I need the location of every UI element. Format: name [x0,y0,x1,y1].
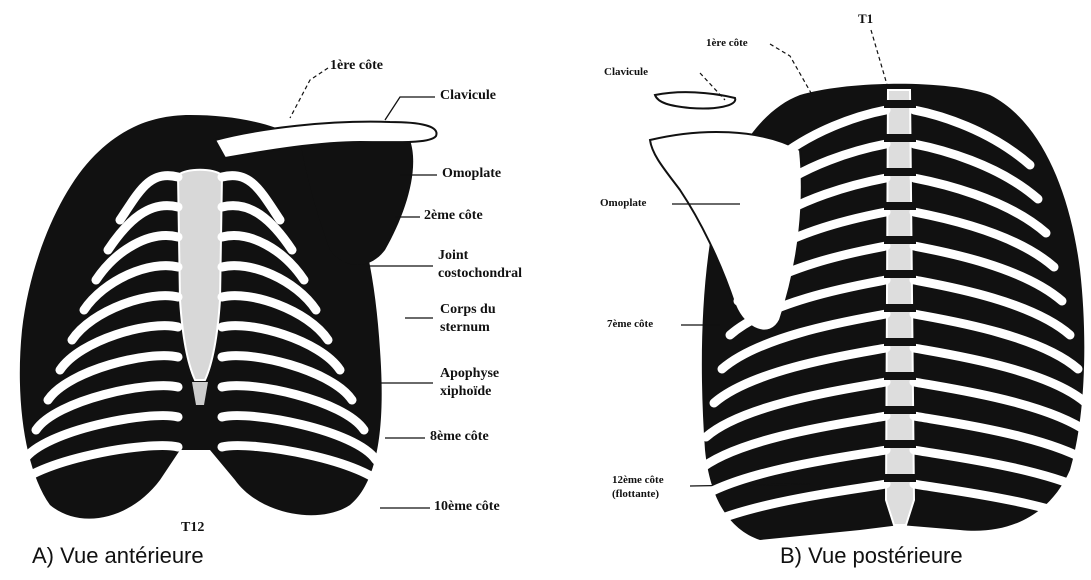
label-sternum-body-line2: sternum [440,320,490,335]
vertebra-gap [884,372,916,380]
label-second-rib: 2ème côte [424,208,483,223]
vertebra-gap [884,406,916,414]
label-post-first-rib: 1ère côte [706,37,748,49]
leader-t1 [871,30,888,88]
vertebra-gap [884,202,916,210]
label-t12: T12 [181,520,204,535]
label-costochondral-line1: Joint [438,248,468,263]
vertebra-gap [884,474,916,482]
vertebra-gap [884,304,916,312]
vertebra-gap [884,440,916,448]
posterior-clavicle-bone [655,92,735,108]
label-seventh-rib: 7ème côte [607,318,653,330]
label-costochondral-line2: costochondral [438,266,522,281]
label-xiphoid-line1: Apophyse [440,366,499,381]
vertebra-gap [884,100,916,108]
vertebra-gap [884,236,916,244]
vertebra-gap [884,168,916,176]
vertebra-gap [884,270,916,278]
vertebra-gap [884,134,916,142]
label-twelfth-rib-line2: (flottante) [612,488,659,500]
leader-clavicle [385,97,435,120]
label-post-scapula: Omoplate [600,197,646,209]
label-twelfth-rib-line1: 12ème côte [612,474,664,486]
label-scapula: Omoplate [442,166,501,181]
label-sternum-body-line1: Corps du [440,302,496,317]
leader-first-rib [290,68,328,118]
caption-anterior-view: A) Vue antérieure [32,543,204,569]
vertebra-gap [884,338,916,346]
label-post-clavicle: Clavicule [604,66,648,78]
label-clavicle: Clavicule [440,88,496,103]
leader-post-first-rib [770,44,815,100]
label-eighth-rib: 8ème côte [430,429,489,444]
label-tenth-rib: 10ème côte [434,499,500,514]
label-xiphoid-line2: xiphoïde [440,384,491,399]
label-t1: T1 [858,12,873,26]
caption-posterior-view: B) Vue postérieure [780,543,963,569]
label-first-rib: 1ère côte [330,58,383,73]
